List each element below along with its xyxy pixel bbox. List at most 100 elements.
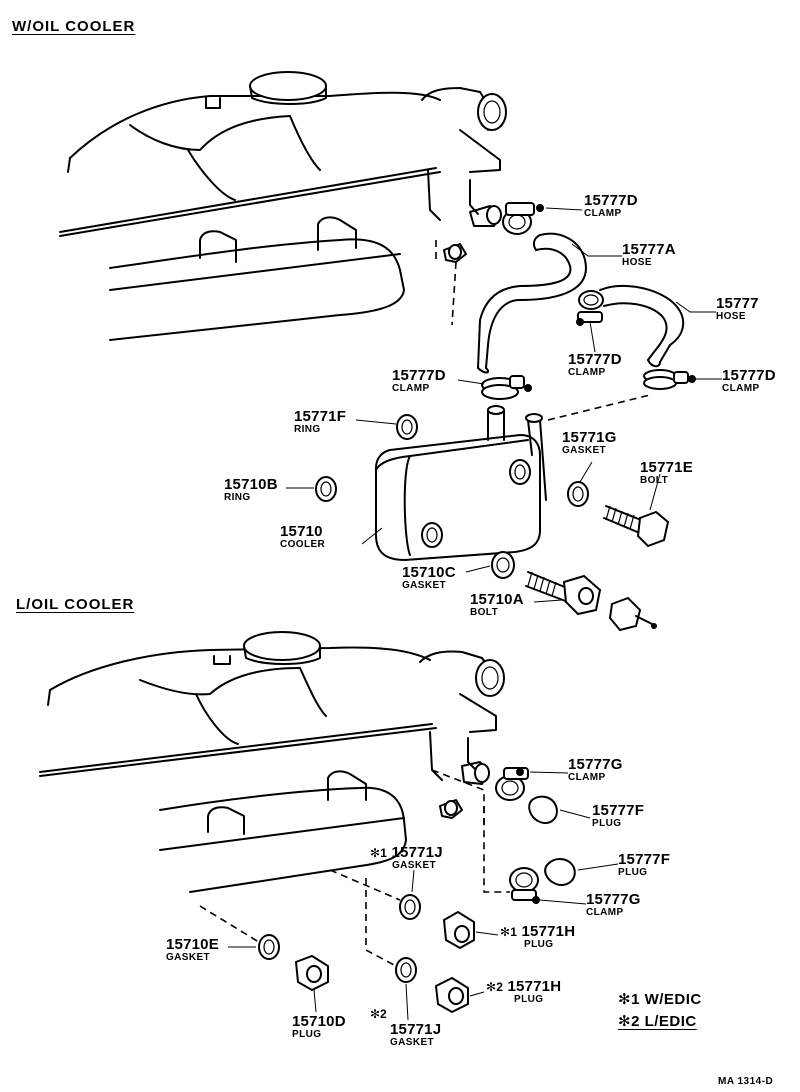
sensor-top: [608, 596, 657, 632]
callout-15777F-b: 15777F PLUG: [618, 852, 670, 878]
callout-15777D-c: 15777D CLAMP: [392, 368, 446, 394]
callout-15710B: 15710B RING: [224, 477, 278, 503]
leader-lines: [228, 207, 722, 1021]
part-description: BOLT: [470, 607, 499, 618]
part-number: 15777A: [622, 241, 676, 258]
part-description: HOSE: [622, 257, 652, 268]
callout-15771H-a: ✻1 15771H PLUG: [500, 924, 575, 950]
callout-15771E: 15771E BOLT: [640, 460, 693, 486]
part-description: RING: [294, 424, 321, 435]
callout-15777F-a: 15777F PLUG: [592, 803, 644, 829]
bolt-15771E: [603, 505, 670, 548]
gasket-15771J-a: [399, 894, 421, 920]
gasket-15771J-b: [395, 957, 417, 983]
part-number: 15710E: [166, 936, 219, 953]
part-description: PLUG: [618, 867, 648, 878]
part-description: GASKET: [390, 1037, 435, 1048]
ring-15710B: [315, 476, 337, 502]
bolt-15710A: [525, 571, 602, 616]
callout-15710A: 15710A BOLT: [470, 592, 524, 618]
oil-cooler-15710: [375, 405, 547, 561]
callout-15771J-b-mark: ✻2: [370, 1006, 387, 1022]
part-number: 15777: [716, 295, 759, 312]
callout-15777D-b: 15777D CLAMP: [568, 352, 622, 378]
part-number: 15771F: [294, 408, 347, 425]
part-number: 15777D: [722, 367, 776, 384]
plug-15777F-b: [544, 858, 576, 886]
part-description: CLAMP: [586, 907, 624, 918]
callout-15771H-b: ✻2 15771H PLUG: [486, 979, 561, 1005]
callout-15710: 15710 COOLER: [280, 524, 325, 550]
engine-outline-bottom: [39, 631, 505, 893]
clamp-15777G-a: [495, 767, 529, 801]
clamp-15777D-c: [481, 375, 532, 400]
section-title-l-oil-cooler: L/OIL COOLER: [16, 596, 135, 613]
part-description: GASKET: [392, 860, 437, 871]
part-description: HOSE: [716, 311, 746, 322]
part-description: CLAMP: [568, 772, 606, 783]
part-number: 15710A: [470, 591, 524, 608]
callout-15777A: 15777A HOSE: [622, 242, 676, 268]
fitting-bottom: [439, 761, 490, 819]
legend-note-edic-l: ✻2 L/EDIC: [618, 1013, 697, 1030]
part-description: RING: [224, 492, 251, 503]
part-number: 15777G: [586, 891, 641, 908]
footnote-mark: ✻1: [370, 846, 388, 860]
footnote-mark: ✻2: [370, 1007, 387, 1021]
plug-15771H-b: [434, 976, 469, 1014]
part-description: PLUG: [514, 994, 544, 1005]
part-description: GASKET: [562, 445, 607, 456]
callout-15777G-b: 15777G CLAMP: [586, 892, 641, 918]
callout-15710D: 15710D PLUG: [292, 1014, 346, 1040]
callout-15710E: 15710E GASKET: [166, 937, 219, 963]
part-description: COOLER: [280, 539, 326, 550]
callout-15771G: 15771G GASKET: [562, 430, 617, 456]
hose-15777A: [477, 232, 587, 374]
gasket-15771G: [567, 481, 589, 507]
part-number: 15771J: [391, 844, 443, 861]
part-number: 15771H: [507, 978, 562, 995]
part-description: PLUG: [292, 1029, 322, 1040]
part-number: 15777F: [618, 851, 671, 868]
section-title-w-oil-cooler: W/OIL COOLER: [12, 18, 136, 35]
fitting-top: [435, 205, 502, 326]
part-number: 15710B: [224, 476, 278, 493]
part-description: GASKET: [402, 580, 447, 591]
footnote-mark: ✻1: [500, 925, 518, 939]
gasket-15710E: [258, 934, 280, 960]
part-number: 15777D: [584, 192, 638, 209]
clamp-15777D-d: [643, 369, 696, 390]
callout-15771J-b: 15771J GASKET: [390, 1022, 441, 1048]
callout-15777: 15777 HOSE: [716, 296, 759, 322]
callout-15771F: 15771F RING: [294, 409, 346, 435]
gasket-15710C: [491, 551, 515, 579]
part-description: CLAMP: [392, 383, 430, 394]
part-number: 15771J: [390, 1021, 442, 1038]
part-number: 15710C: [402, 564, 456, 581]
engine-outline-top: [59, 71, 507, 341]
part-description: CLAMP: [722, 383, 760, 394]
legend-note-edic-w: ✻1 W/EDIC: [618, 991, 702, 1008]
part-number: 15771E: [640, 459, 693, 476]
part-number: 15777G: [568, 756, 623, 773]
clamp-15777G-b: [509, 867, 540, 904]
part-description: CLAMP: [568, 367, 606, 378]
part-number: 15710: [280, 523, 323, 540]
part-number: 15777D: [568, 351, 622, 368]
part-description: PLUG: [592, 818, 622, 829]
part-number: 15771G: [562, 429, 617, 446]
ring-15771F: [396, 414, 418, 440]
plug-15771H-a: [442, 910, 475, 950]
callout-15777D-d: 15777D CLAMP: [722, 368, 776, 394]
part-number: 15710D: [292, 1013, 346, 1030]
part-number: 15771H: [521, 923, 576, 940]
callout-15777G-a: 15777G CLAMP: [568, 757, 623, 783]
callout-15710C: 15710C GASKET: [402, 565, 456, 591]
plug-15777F-a: [528, 795, 558, 824]
part-description: CLAMP: [584, 208, 622, 219]
part-description: PLUG: [524, 939, 554, 950]
part-number: 15777F: [592, 802, 645, 819]
part-description: BOLT: [640, 475, 669, 486]
figure-reference: MA 1314-D: [718, 1076, 774, 1087]
